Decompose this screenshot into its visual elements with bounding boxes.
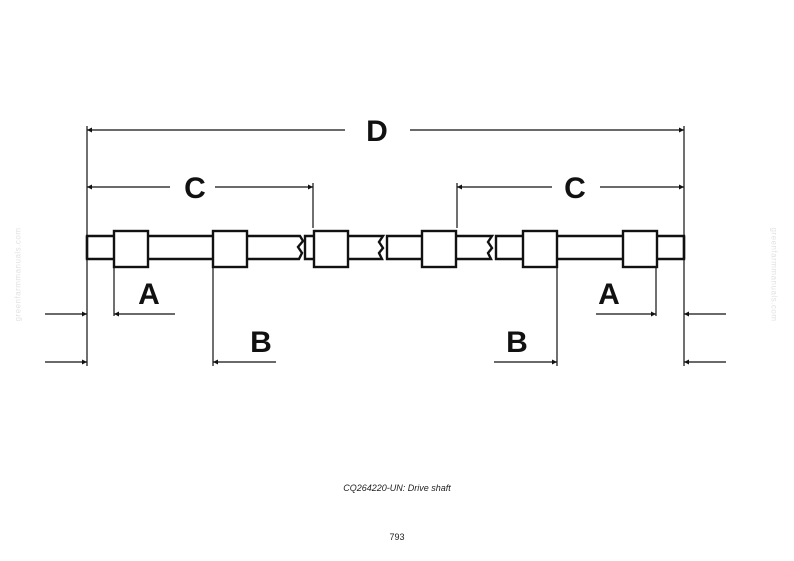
- watermark-right: greenfarmmanuals.com: [769, 227, 779, 322]
- dimension-b-left: B: [45, 326, 276, 365]
- dimension-label-b-right: B: [506, 326, 528, 359]
- dimension-d: D: [87, 115, 684, 148]
- dimension-c-right: C: [457, 172, 684, 205]
- dimension-b-right: B: [494, 326, 726, 365]
- collar: [112, 229, 150, 269]
- dimension-label-d: D: [366, 115, 388, 148]
- figure-caption: CQ264220-UN: Drive shaft: [343, 483, 451, 493]
- drive-shaft: [85, 234, 686, 261]
- collar: [211, 229, 249, 269]
- collar: [312, 229, 350, 269]
- collar: [621, 229, 659, 269]
- dimension-c-left: C: [87, 172, 313, 205]
- shaft-collars: [112, 229, 659, 269]
- dimension-label-a-left: A: [138, 278, 160, 311]
- collar: [420, 229, 458, 269]
- dimension-label-a-right: A: [598, 278, 620, 311]
- dimension-a-left: A: [45, 278, 175, 317]
- page-number: 793: [389, 532, 405, 542]
- dimension-label-c-left: C: [184, 172, 206, 205]
- dimension-label-c-right: C: [564, 172, 586, 205]
- watermark-left: greenfarmmanuals.com: [13, 227, 23, 322]
- dimension-label-b-left: B: [250, 326, 272, 359]
- dimension-a-right: A: [596, 278, 726, 317]
- collar: [521, 229, 559, 269]
